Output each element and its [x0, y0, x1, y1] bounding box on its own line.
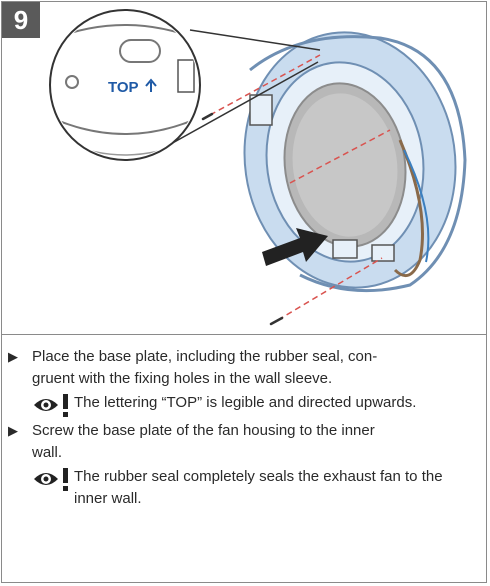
triangle-right-icon: ▶: [8, 349, 18, 364]
illustration-divider: [1, 334, 487, 335]
top-marking-callout: TOP: [49, 9, 321, 161]
top-label: TOP: [108, 79, 139, 96]
instruction-text-line-1: Place the base plate, including the rubb…: [32, 348, 378, 365]
instruction-text-line-2: gruent with the fixing holes in the wall…: [32, 370, 333, 387]
push-arrow-icon: [262, 228, 328, 266]
instruction-note-1: The lettering “TOP” is legible and direc…: [8, 392, 478, 417]
note-text: The rubber seal completely seals the exh…: [74, 468, 443, 507]
arrow-up-icon: [145, 78, 157, 92]
step-number: 9: [13, 4, 29, 35]
note-text: The lettering “TOP” is legible and direc…: [74, 394, 417, 411]
screws: [201, 112, 284, 326]
instruction-note-2: The rubber seal completely seals the exh…: [8, 466, 478, 510]
instruction-list: ▶ Place the base plate, including the ru…: [8, 346, 478, 516]
eye-attention-icon: [34, 394, 68, 417]
instruction-step-2: ▶ Screw the base plate of the fan housin…: [8, 420, 478, 464]
step-number-badge: 9: [2, 2, 40, 38]
screw-guide-lines: [209, 54, 391, 321]
installation-illustration: TOP: [49, 9, 467, 326]
eye-attention-icon: [34, 468, 68, 491]
instruction-step-1: ▶ Place the base plate, including the ru…: [8, 346, 478, 390]
instruction-text-line-1: Screw the base plate of the fan housing …: [32, 422, 375, 439]
base-plate-drawing: [243, 31, 467, 293]
triangle-right-icon: ▶: [8, 423, 18, 438]
instruction-text-line-2: wall.: [32, 444, 63, 461]
